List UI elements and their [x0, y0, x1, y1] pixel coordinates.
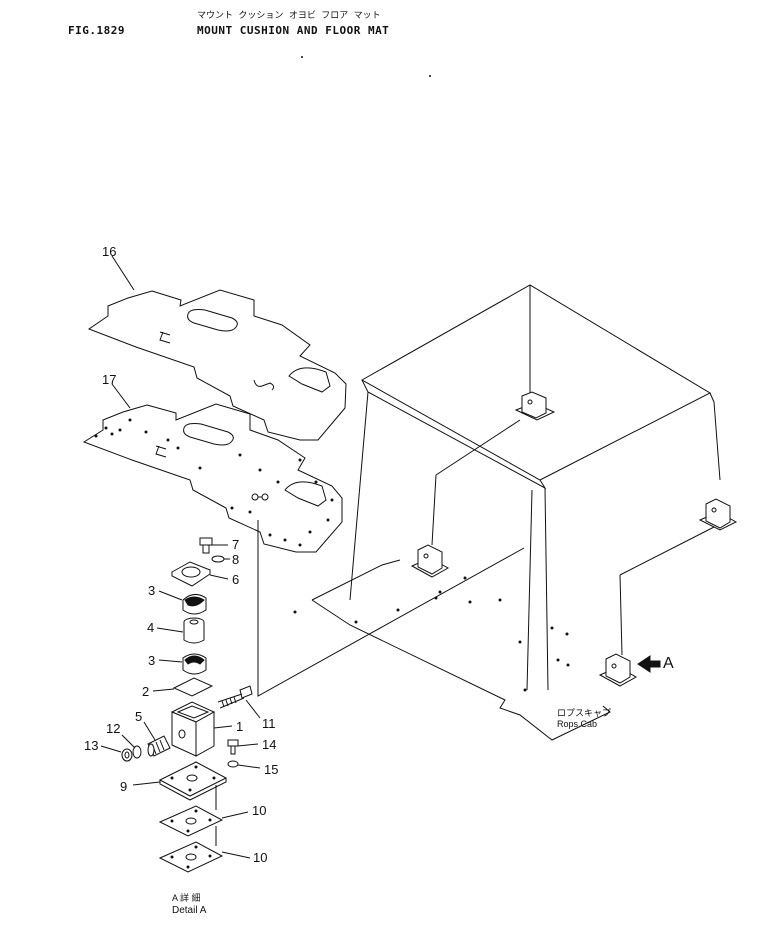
view-arrow — [637, 655, 661, 673]
callout-11: 11 — [262, 716, 276, 731]
callout-9: 9 — [120, 779, 127, 794]
shim-10-upper — [158, 805, 224, 837]
view-marker-letter: A — [663, 655, 674, 672]
callout-13: 13 — [84, 738, 98, 753]
leader-4 — [156, 627, 184, 633]
cab-floor-holes — [293, 56, 570, 692]
plate-6 — [170, 561, 212, 587]
figure-title-jp: マウント クッション オヨビ フロア マット — [197, 10, 381, 21]
leader-13 — [100, 745, 122, 753]
callout-10-lower: 10 — [253, 850, 267, 865]
figure-number: FIG.1829 — [68, 24, 125, 37]
washer-8 — [211, 555, 225, 563]
bolt-7 — [199, 537, 213, 554]
cushion-3-lower — [182, 653, 207, 675]
callout-8: 8 — [232, 552, 239, 567]
cab-label-en: Rops Cab — [557, 719, 597, 729]
leader-2 — [152, 688, 175, 692]
stud-5 — [147, 735, 171, 757]
cab-mount-right — [698, 498, 738, 531]
callout-2: 2 — [142, 684, 149, 699]
callout-5: 5 — [135, 709, 142, 724]
callout-12: 12 — [106, 721, 120, 736]
callout-10-upper: 10 — [252, 803, 266, 818]
detail-label-en: Detail A — [172, 905, 207, 916]
callout-7: 7 — [232, 537, 239, 552]
callout-16: 16 — [102, 244, 116, 259]
cab-label-jp: ロプスキャプ — [557, 708, 611, 718]
figure-title: MOUNT CUSHION AND FLOOR MAT — [197, 24, 389, 37]
leader-15 — [237, 764, 261, 769]
bolt-14 — [227, 739, 239, 755]
callout-3-upper: 3 — [148, 583, 155, 598]
detail-label-jp: A 詳 細 — [172, 892, 201, 903]
callout-17: 17 — [102, 372, 116, 387]
bracket-1 — [170, 701, 216, 757]
callout-6: 6 — [232, 572, 239, 587]
cab-mount-left — [410, 544, 450, 578]
callout-15: 15 — [264, 762, 278, 777]
leader-5 — [143, 721, 156, 741]
collar-4 — [183, 617, 205, 644]
leader-10a — [221, 811, 249, 819]
bolt-11 — [217, 685, 253, 709]
leader-3a — [158, 590, 183, 601]
cushion-3-upper — [182, 594, 207, 615]
leader-6 — [209, 574, 229, 580]
plate-2 — [172, 677, 214, 697]
leader-17 — [111, 383, 131, 409]
leader-14 — [237, 743, 259, 747]
leader-9 — [132, 781, 161, 786]
leader-10b — [221, 851, 251, 859]
floor-mat-16 — [87, 289, 347, 441]
leader-16 — [111, 255, 135, 291]
rops-cab — [257, 284, 721, 741]
leader-3b — [158, 659, 183, 663]
nut-13 — [121, 748, 133, 762]
base-plate-9 — [158, 761, 228, 801]
callout-14: 14 — [262, 737, 276, 752]
mat-17-holes — [94, 418, 334, 547]
leader-12 — [121, 734, 136, 749]
leader-1 — [213, 725, 233, 729]
cab-mount-rear-center — [514, 391, 556, 421]
cab-mount-front-right — [598, 653, 638, 687]
floor-mat-17 — [82, 403, 343, 553]
leader-11 — [245, 699, 261, 719]
washer-12 — [132, 745, 142, 759]
shim-10-lower — [158, 841, 224, 873]
callout-4: 4 — [147, 620, 154, 635]
callout-3-lower: 3 — [148, 653, 155, 668]
callout-1: 1 — [236, 719, 243, 734]
washer-15 — [227, 760, 239, 768]
